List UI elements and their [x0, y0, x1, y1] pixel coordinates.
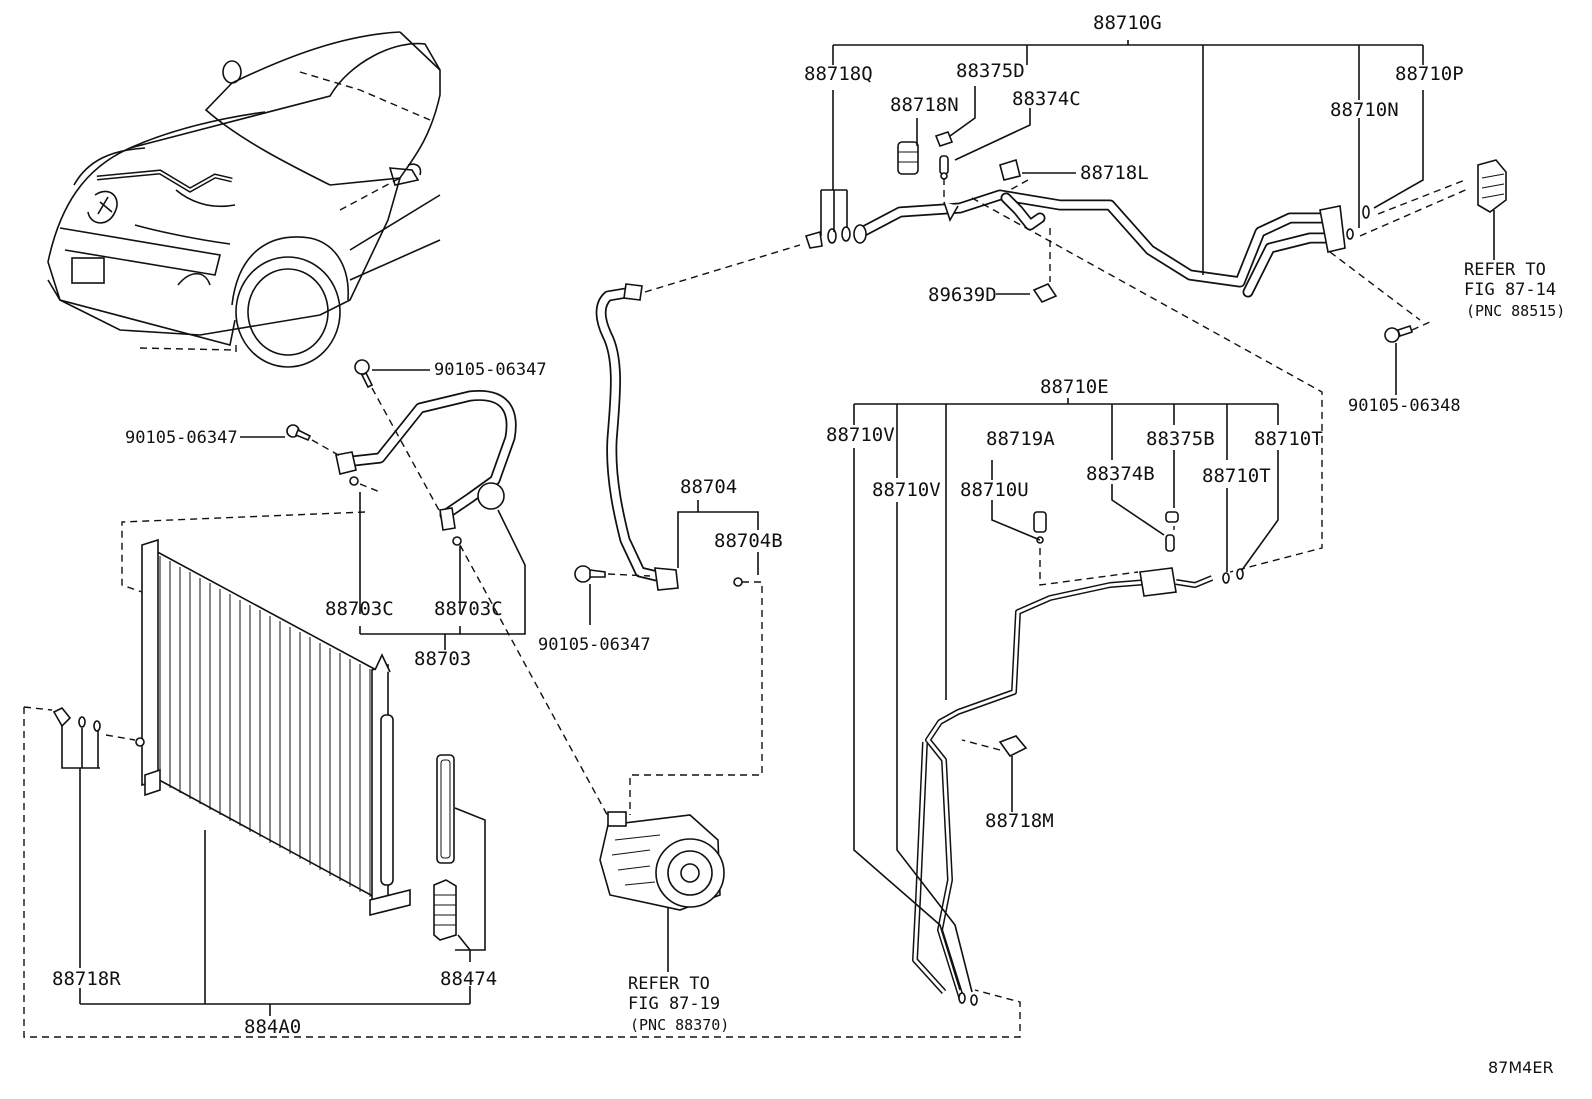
bolt-90105-06347-b [286, 424, 312, 442]
label-88374b: 88374B [1086, 463, 1155, 485]
bracket-88718r [52, 706, 101, 732]
label-90105-06347-c: 90105-06347 [538, 635, 651, 655]
bolt-90105-06347-a [354, 359, 374, 389]
bolt-90105-06347-c [574, 565, 606, 583]
ref-fig-87-19-line2: FIG 87-19 [628, 994, 721, 1014]
label-88710n: 88710N [1330, 99, 1399, 121]
ref-fig-87-14-line1: REFER TO [1464, 260, 1546, 280]
label-88710g: 88710G [1093, 12, 1162, 34]
hose-88703 [335, 389, 517, 546]
o-rings-88718q [804, 226, 851, 249]
label-88703c-a: 88703C [325, 598, 394, 620]
desiccant-88474 [433, 754, 457, 941]
label-90105-06347-a: 90105-06347 [434, 360, 547, 380]
label-88718l: 88718L [1080, 162, 1149, 184]
clip-88718n [897, 141, 919, 175]
label-90105-06347-b: 90105-06347 [125, 428, 238, 448]
label-88718r: 88718R [52, 968, 121, 990]
pipe-88710e [912, 567, 1244, 1006]
label-88375d: 88375D [956, 60, 1025, 82]
cap-88375b [1165, 511, 1179, 523]
label-88703c-b: 88703C [434, 598, 503, 620]
condenser-illustration [135, 538, 411, 917]
label-88704b: 88704B [714, 530, 783, 552]
pipe-88710g [853, 189, 1346, 298]
label-88710v-a: 88710V [826, 424, 895, 446]
diagram-code: 87M4ER [1488, 1058, 1554, 1077]
label-88710e: 88710E [1040, 376, 1109, 398]
label-88703: 88703 [414, 648, 472, 670]
bolt-90105-06348 [1384, 324, 1414, 343]
o-ring-88710p [1362, 205, 1370, 219]
label-88375b: 88375B [1146, 428, 1215, 450]
sensor-88719a [1033, 511, 1047, 544]
label-89639d: 89639D [928, 284, 997, 306]
ref-fig-87-14-line3: (PNC 88515) [1466, 302, 1566, 320]
label-88718n: 88718N [890, 94, 959, 116]
label-884a0: 884A0 [244, 1016, 302, 1038]
hose-88704 [595, 283, 743, 591]
valve-88374c [939, 155, 949, 180]
label-88710t-a: 88710T [1254, 428, 1323, 450]
label-90105-06348: 90105-06348 [1348, 396, 1461, 416]
ref-fig-87-19-line3: (PNC 88370) [630, 1016, 730, 1034]
o-ring-88710n [1346, 228, 1354, 240]
ref-fig-87-14-line2: FIG 87-14 [1464, 280, 1557, 300]
label-88710v-b: 88710V [872, 479, 941, 501]
clamp-88718l [999, 158, 1021, 181]
ref-fig-87-19-line1: REFER TO [628, 974, 710, 994]
clip-89639d [1032, 283, 1058, 303]
block-88515 [1477, 159, 1507, 213]
label-88718m: 88718M [985, 810, 1054, 832]
label-88704: 88704 [680, 476, 738, 498]
label-88710t-b: 88710T [1202, 465, 1271, 487]
label-88719a: 88719A [986, 428, 1055, 450]
label-88710p: 88710P [1395, 63, 1464, 85]
clamp-88718m [998, 735, 1028, 758]
label-88718q: 88718Q [804, 63, 873, 85]
cap-88375d [934, 131, 954, 147]
valve-88374b [1165, 534, 1175, 552]
label-88710u: 88710U [960, 479, 1029, 501]
vehicle-illustration [47, 31, 441, 368]
label-88474: 88474 [440, 968, 498, 990]
compressor-illustration [599, 811, 725, 911]
label-88374c: 88374C [1012, 88, 1081, 110]
